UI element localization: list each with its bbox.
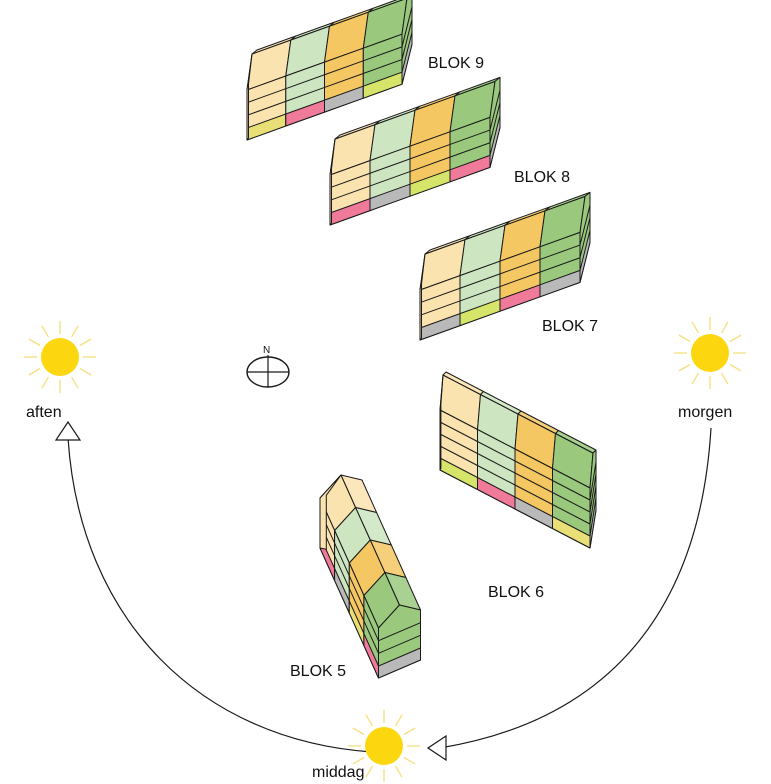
arrowhead-icon (54, 420, 82, 441)
block-label-5: BLOK 5 (290, 663, 346, 680)
compass-north-label: N (263, 345, 270, 356)
sun-icon (348, 710, 420, 782)
sun-label-evening: aften (26, 404, 62, 421)
block-label-6: BLOK 6 (488, 584, 544, 601)
building-blok7 (419, 191, 591, 341)
buildings (246, 0, 597, 679)
sun-label-morning: morgen (678, 404, 732, 421)
building-blok8 (329, 76, 501, 226)
sun-icon (674, 317, 746, 389)
building-blok6 (439, 371, 597, 549)
building-blok5 (319, 474, 421, 679)
block-label-9: BLOK 9 (428, 55, 484, 72)
block-label-7: BLOK 7 (542, 318, 598, 335)
block-label-8: BLOK 8 (514, 169, 570, 186)
building-blok9 (246, 0, 413, 141)
sun-label-noon: middag (312, 764, 364, 781)
arrowhead-icon (426, 734, 447, 762)
sun-path-noon-to-evening (67, 437, 373, 753)
sun-path (67, 427, 712, 753)
sun-path-morning-to-noon (439, 427, 712, 749)
compass-icon (246, 355, 290, 388)
sun-icon (24, 321, 96, 393)
